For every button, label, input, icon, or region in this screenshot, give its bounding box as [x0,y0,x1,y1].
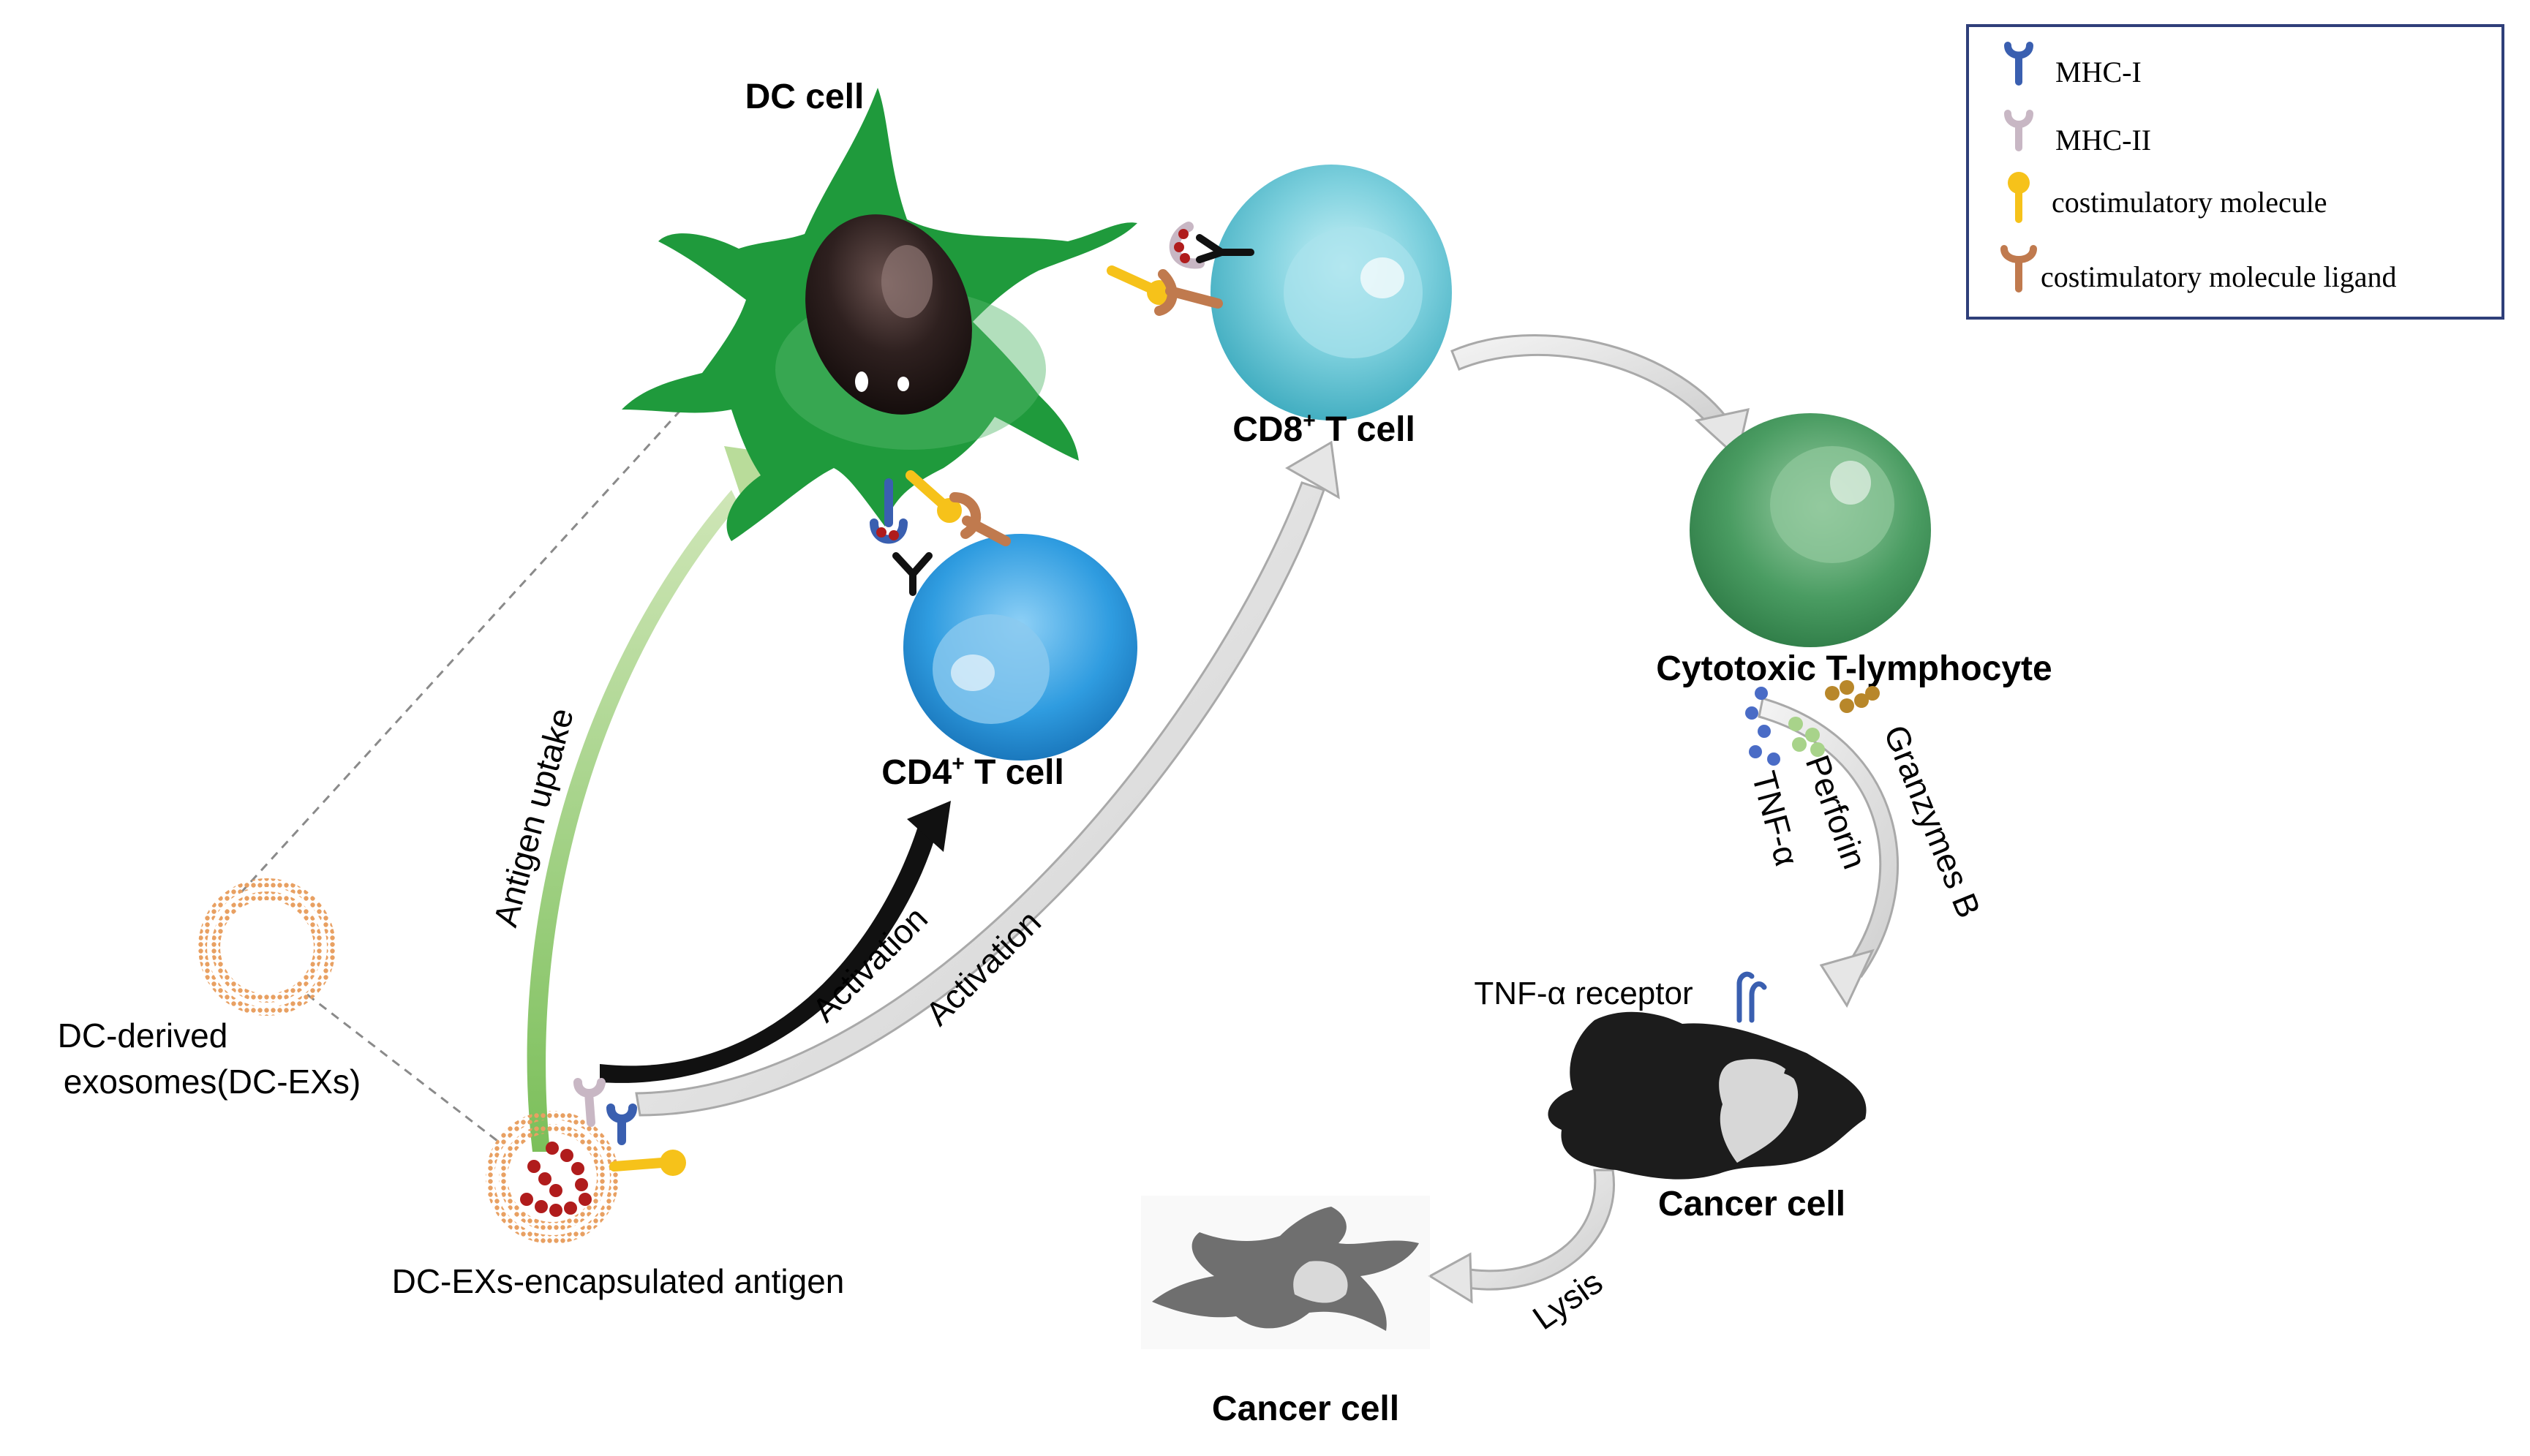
lysis-arrow [1428,1169,1615,1304]
dc-ex-encapsulated-antigen [486,1078,686,1244]
mhc-ii-icon [2004,110,2033,151]
cd8-t-cell [1211,165,1452,420]
dc-ex-antigen-label: DC-EXs-encapsulated antigen [392,1262,845,1300]
antigen-particles [520,1142,592,1217]
tnf-alpha-label: TNF-α [1744,767,1806,870]
cd8-t-cell-label: CD8+ T cell [1232,409,1415,449]
tnf-receptor-label: TNF-α receptor [1474,976,1693,1011]
tnf-alpha-dots [1745,687,1780,766]
perforin-dots [1788,717,1825,757]
cd8-to-ctl-arrow [1450,333,1750,459]
dc-nucleus [805,214,972,415]
cancer-cell-lysed [1141,1196,1430,1349]
costimulatory-ligand-icon [2000,245,2037,293]
dc-cd4-synapse [870,470,1011,596]
dc-cd8-synapse [1107,222,1254,316]
activation-arrow-cd4 [600,801,951,1083]
dc-exosomes-label-line2: exosomes(DC-EXs) [64,1063,361,1101]
legend: MHC-I MHC-II costimulatory molecule cost… [1966,24,2504,320]
activation-arrow-cd8 [635,440,1340,1117]
ctl-label: Cytotoxic T-lymphocyte [1656,649,2052,688]
ctl-to-cancer-arrow [1758,697,1899,1008]
granzyme-dots [1825,680,1880,713]
exosome-zoom-lines [240,397,693,1142]
mhc-i-icon [2004,42,2033,86]
cd4-t-cell-label: CD4+ T cell [881,752,1064,792]
cd4-t-cell [903,534,1137,761]
tnf-receptor-icon [1736,971,1767,1023]
dc-cell-label: DC cell [745,78,865,116]
cancer-cell-live [1548,1011,1867,1180]
cancer-cell-lysed-label: Cancer cell [1212,1389,1399,1428]
costimulatory-molecule-icon [2008,172,2030,223]
legend-item-costimulatory: costimulatory molecule [2052,186,2327,219]
dc-cell [622,88,1137,541]
dc-derived-exosome [198,878,336,1016]
activation-cd8-label: Activation [918,902,1048,1033]
cytotoxic-t-lymphocyte [1690,413,1931,647]
cancer-cell-live-label: Cancer cell [1658,1185,1845,1223]
legend-item-costimulatory-ligand: costimulatory molecule ligand [2041,260,2397,293]
legend-item-mhc-i: MHC-I [2055,56,2142,88]
legend-item-mhc-ii: MHC-II [2055,124,2151,156]
dc-exosomes-label: DC-derived [58,1016,228,1055]
